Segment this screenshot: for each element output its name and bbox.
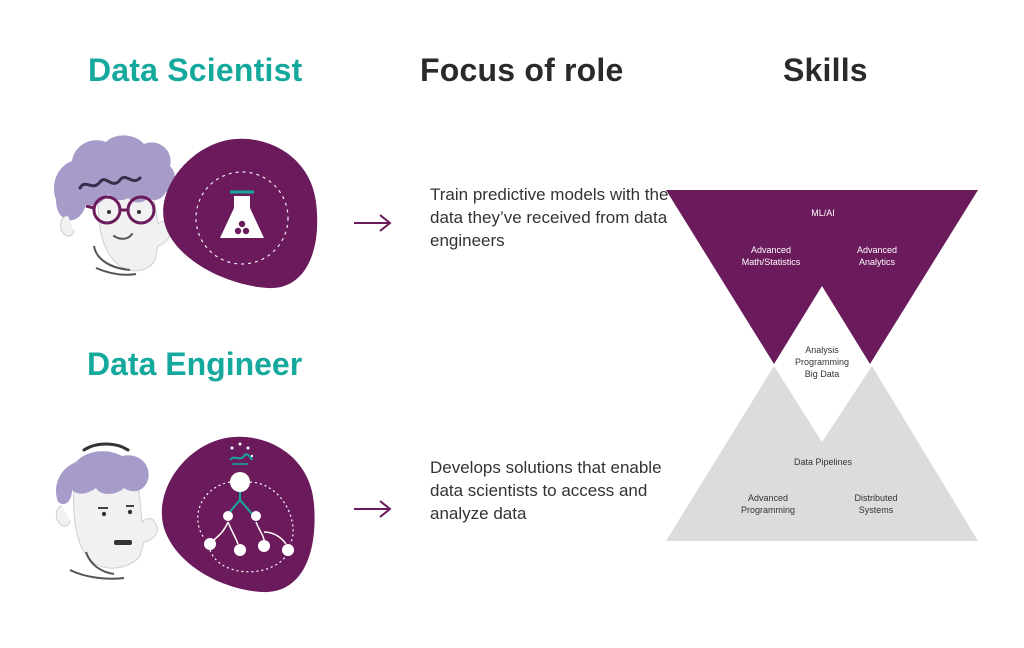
skill-data-pipelines: Data Pipelines [793, 457, 853, 467]
skill-ml-ai: ML/AI [811, 208, 835, 218]
data-engineer-skills-triangle [666, 366, 978, 541]
flask-icon [163, 138, 318, 289]
data-scientist-focus-text: Train predictive models with the data th… [430, 185, 669, 250]
data-engineer-face-icon [55, 442, 158, 580]
arrow-right-icon [354, 214, 392, 232]
skills-diagram [666, 190, 978, 541]
data-engineer-focus-text: Develops solutions that enable data scie… [430, 458, 662, 523]
focus-of-role-heading: Focus of role [420, 52, 624, 88]
data-scientist-heading: Data Scientist [88, 52, 303, 88]
skill-advanced-programming: Advanced Programming [740, 493, 796, 515]
data-scientist-face-icon [53, 135, 175, 276]
skill-distributed-systems: Distributed Systems [854, 493, 898, 515]
skill-advanced-analytics: Advanced Analytics [856, 245, 898, 267]
data-scientist-skills-triangle [666, 190, 978, 364]
skill-overlap-analysis-programming-bigdata: Analysis Programming Big Data [794, 345, 850, 379]
skills-heading: Skills [783, 52, 868, 88]
arrow-right-icon [354, 500, 392, 518]
skill-advanced-math-statistics: Advanced Math/Statistics [741, 245, 801, 267]
pipeline-tree-icon [161, 436, 315, 593]
data-engineer-heading: Data Engineer [87, 346, 303, 382]
